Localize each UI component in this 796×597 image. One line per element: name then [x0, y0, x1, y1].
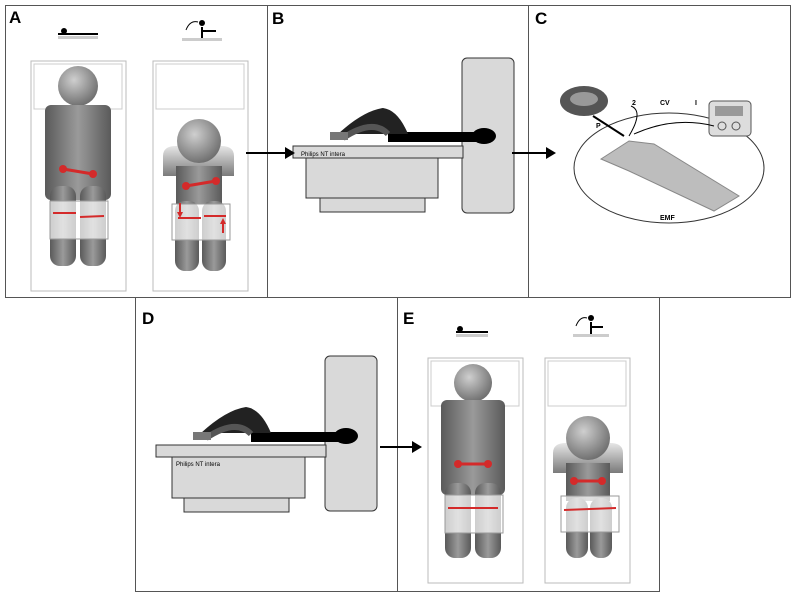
panel-b-label: B	[272, 9, 285, 28]
panel-c-illustration: P 2 CV I EMF	[560, 86, 765, 224]
panel-a-label: A	[9, 8, 22, 27]
panel-d-illustration: Philips NT intera	[155, 355, 378, 513]
supine-icon	[58, 28, 98, 39]
sitting-icon	[573, 315, 609, 337]
panel-c-label: C	[535, 9, 548, 28]
panel-c: C P 2 CV I EMF	[528, 5, 791, 298]
sitting-figure	[152, 60, 249, 292]
scanner-label: Philips NT intera	[176, 462, 221, 468]
supine-figure	[30, 60, 127, 292]
panel-e: E	[397, 297, 660, 592]
sitting-icon	[182, 20, 222, 41]
supine-figure	[427, 357, 524, 584]
panel-e-illustration	[427, 315, 631, 584]
coil-icon	[560, 86, 608, 116]
patient-silhouette	[330, 108, 496, 144]
device-icon	[708, 100, 752, 137]
label-i: I	[695, 100, 697, 107]
supine-icon	[456, 326, 488, 337]
label-2: 2	[632, 100, 636, 107]
panel-d-label: D	[142, 309, 155, 328]
pelvis-marker	[59, 165, 97, 178]
sitting-figure	[544, 357, 631, 584]
panel-d: D Philips NT intera	[135, 297, 398, 592]
panel-a-illustration	[30, 20, 249, 292]
panel-b-illustration: Philips NT intera	[292, 57, 515, 214]
label-p: P	[596, 123, 601, 130]
label-emf: EMF	[660, 215, 676, 222]
scanner-label: Philips NT intera	[301, 152, 346, 158]
label-cv: CV	[660, 100, 670, 107]
panel-b: B Philips NT intera	[267, 5, 529, 298]
panel-a: A	[5, 5, 268, 298]
patient-silhouette	[193, 407, 358, 444]
panel-e-label: E	[403, 309, 415, 328]
